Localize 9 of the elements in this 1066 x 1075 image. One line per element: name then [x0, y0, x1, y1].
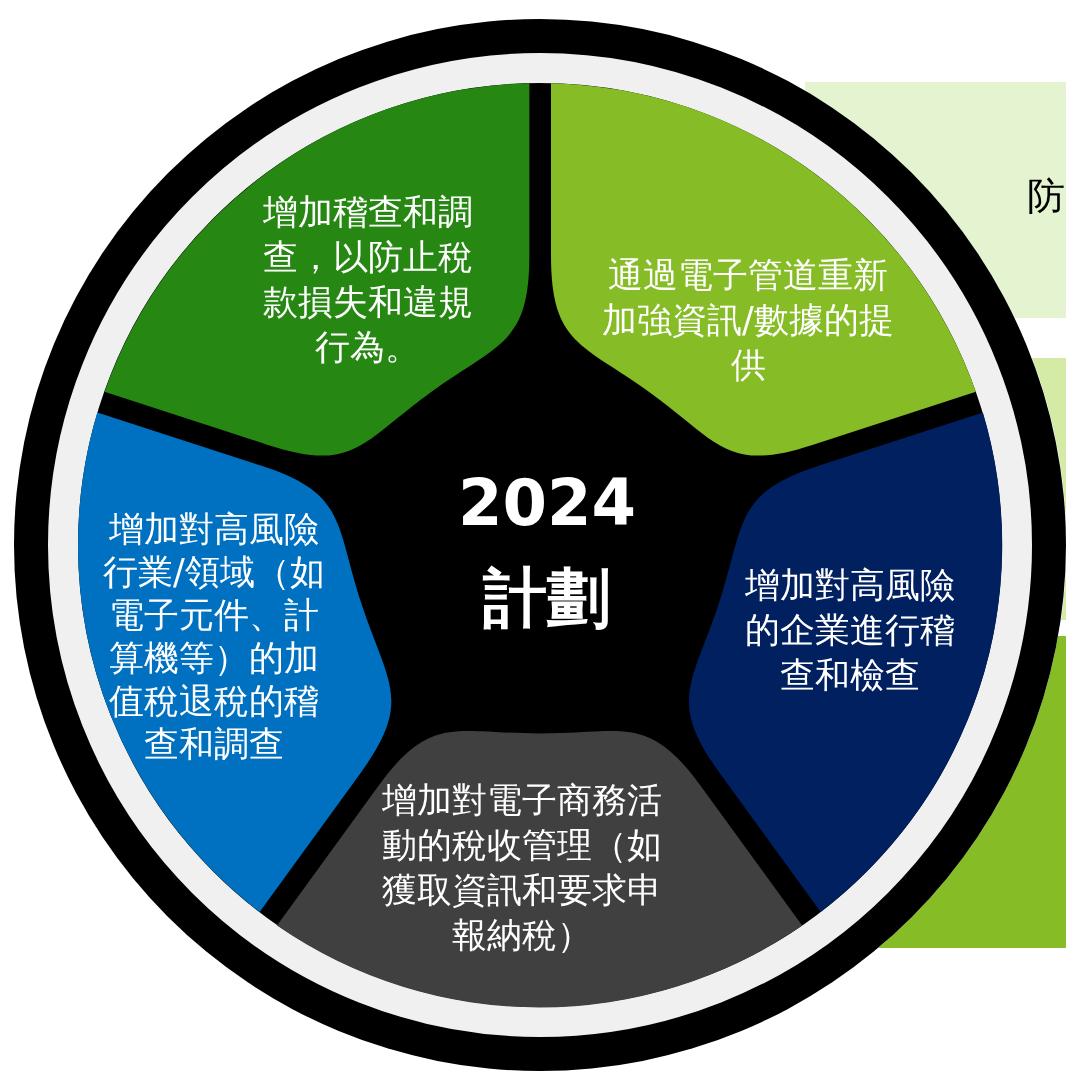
panel-text: 防	[1027, 174, 1065, 218]
center-title: 2024	[456, 465, 638, 542]
circle-badge	[14, 19, 1066, 1071]
petal-text: 增加對電子商務活動的稅收管理（如獲取資訊和要求申報納稅）	[381, 779, 663, 957]
petal-text: 增加對高風險行業/領域（如電子元件、計算機等）的加值稅退稅的稽查和調查	[102, 508, 326, 766]
center-title: 計劃	[482, 560, 612, 637]
petal-text: 增加對高風險的企業進行稽查和檢查	[744, 564, 956, 697]
petal-text: 通過電子管道重新加強資訊/數據的提供	[601, 254, 895, 387]
petal-text: 增加稽查和調查，以防止稅款損失和違規行為。	[262, 191, 474, 369]
